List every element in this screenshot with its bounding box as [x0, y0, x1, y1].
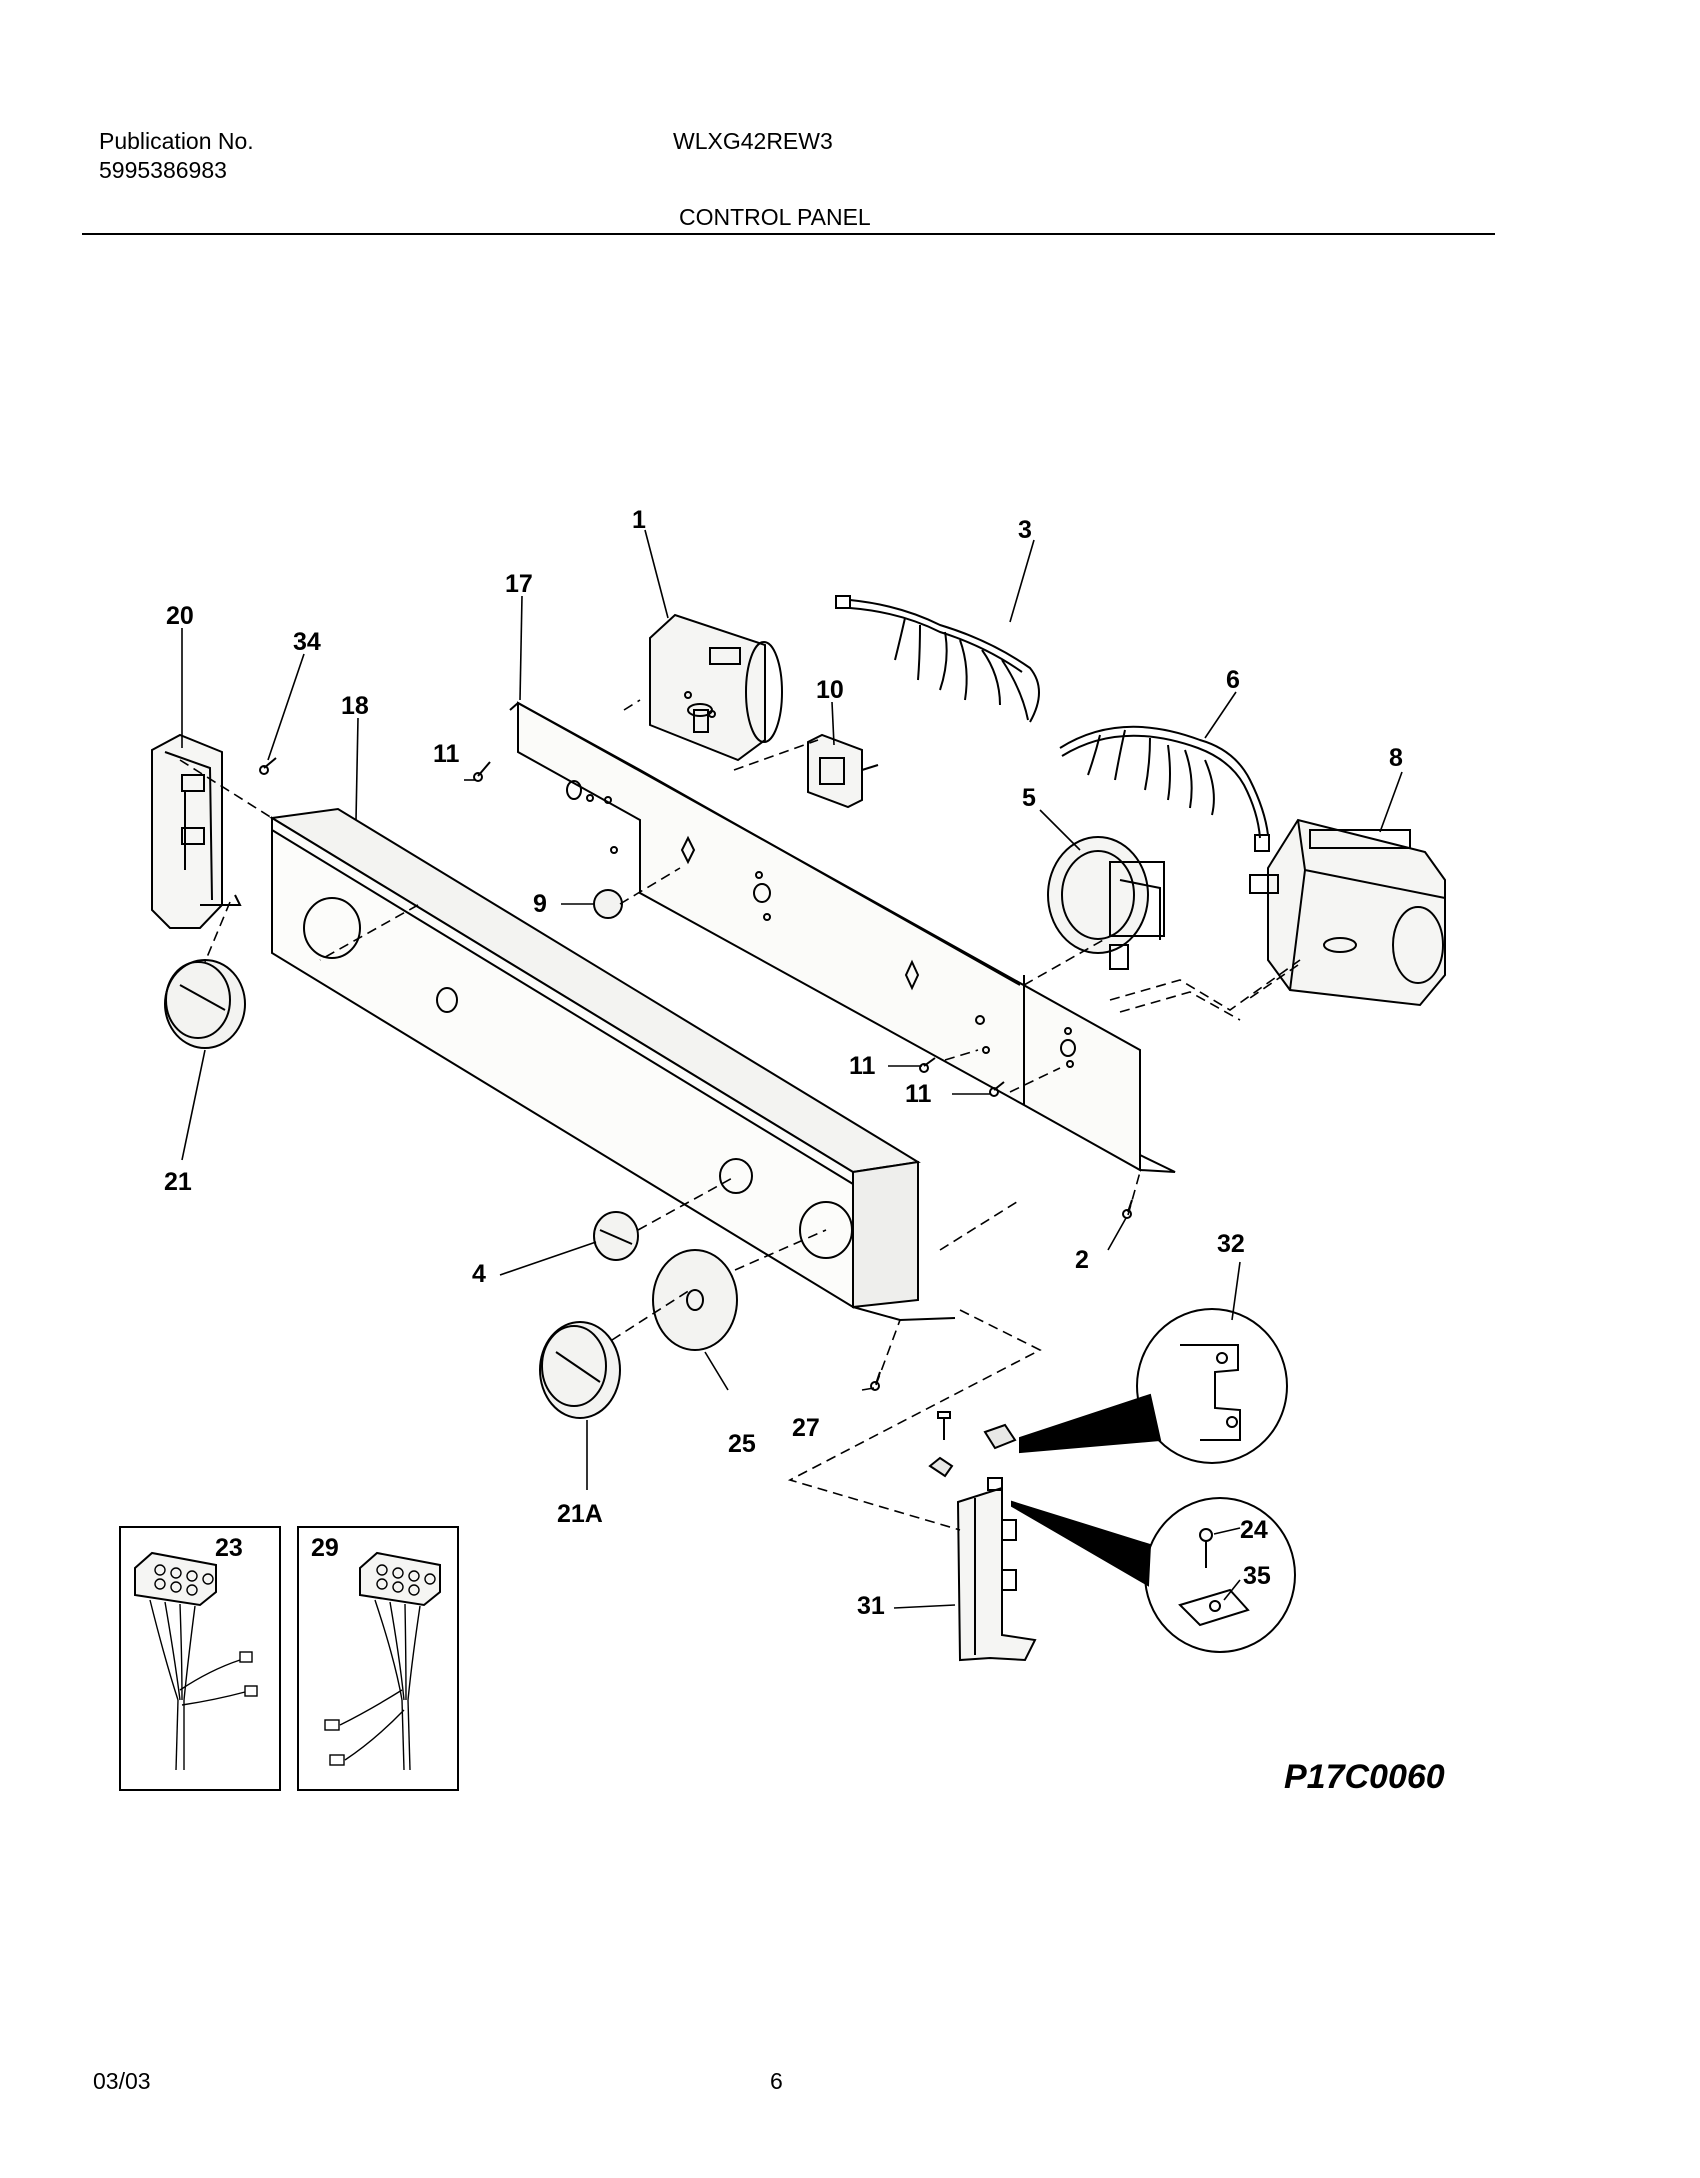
inset-harness-23	[119, 1526, 281, 1791]
callout-25: 25	[728, 1430, 756, 1458]
page-number: 6	[770, 2068, 783, 2094]
callout-2: 2	[1075, 1246, 1089, 1274]
rear-bracket	[509, 701, 1176, 1173]
console-panel	[269, 807, 956, 1322]
callout-9: 9	[533, 890, 547, 918]
callout-29: 29	[311, 1534, 339, 1562]
callout-23: 23	[215, 1534, 243, 1562]
callout-34: 34	[293, 628, 321, 656]
callout-3: 3	[1018, 516, 1032, 544]
callout-31: 31	[857, 1592, 885, 1620]
header-rule	[82, 233, 1495, 235]
callout-4: 4	[472, 1260, 486, 1288]
callout-35: 35	[1243, 1562, 1271, 1590]
callout-21: 21	[164, 1168, 192, 1196]
callout-20: 20	[166, 602, 194, 630]
selector-switch	[807, 733, 879, 809]
end-cap	[151, 733, 242, 929]
knob-4	[593, 1211, 639, 1261]
button-9	[593, 889, 623, 919]
callout-18: 18	[341, 692, 369, 720]
callout-1: 1	[632, 506, 646, 534]
publication-number: 5995386983	[99, 157, 227, 183]
publication-label: Publication No.	[99, 128, 254, 154]
wire-harness-6	[1059, 725, 1270, 852]
wire-harness-3	[835, 595, 1040, 723]
callout-8: 8	[1389, 744, 1403, 772]
bezel-25	[652, 1249, 738, 1351]
callout-17: 17	[505, 570, 533, 598]
callout-27: 27	[792, 1414, 820, 1442]
inset-harness-29	[297, 1526, 459, 1791]
knob-21A	[539, 1321, 621, 1419]
callout-21A: 21A	[557, 1500, 603, 1528]
drive-module	[1249, 818, 1446, 1007]
pressure-switch	[1047, 836, 1165, 970]
callout-10: 10	[816, 676, 844, 704]
footer-date: 03/03	[93, 2068, 151, 2094]
drawing-code: P17C0060	[1284, 1758, 1445, 1796]
callout-5: 5	[1022, 784, 1036, 812]
callout-11-top: 11	[433, 740, 460, 768]
callout-11-low: 11	[905, 1080, 932, 1108]
detail-32	[1019, 1308, 1288, 1464]
knob-21	[164, 959, 246, 1049]
callout-32: 32	[1217, 1230, 1245, 1258]
callout-24: 24	[1240, 1516, 1268, 1544]
callout-6: 6	[1226, 666, 1240, 694]
timer	[649, 613, 783, 762]
detail-24-35	[1011, 1497, 1296, 1653]
section-title: CONTROL PANEL	[679, 204, 871, 230]
model-number: WLXG42REW3	[673, 128, 833, 154]
leader-lines	[179, 529, 1403, 1609]
bracket-31	[928, 1423, 1037, 1662]
callout-11-mid: 11	[849, 1052, 876, 1080]
